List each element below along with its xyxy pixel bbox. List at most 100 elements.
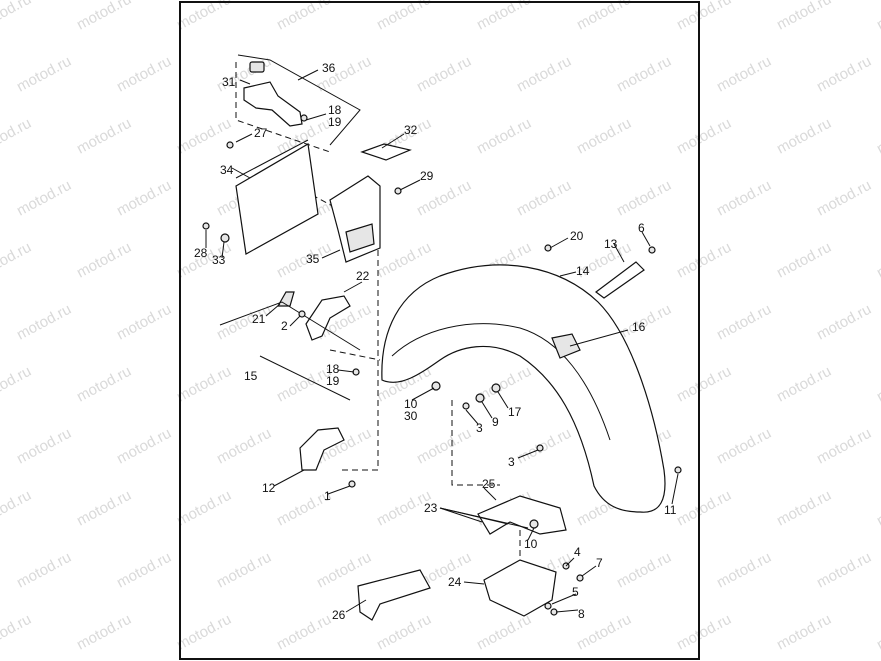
watermark-text: motod.ru <box>774 239 834 282</box>
callout-15: 15 <box>244 369 258 383</box>
callout-16: 16 <box>632 320 646 334</box>
callout-27: 27 <box>254 126 268 140</box>
watermark-text: motod.ru <box>214 549 274 592</box>
watermark-text: motod.ru <box>0 115 34 158</box>
watermark-text: motod.ru <box>714 425 774 468</box>
callout-18b: 18 <box>326 362 340 376</box>
watermark-text: motod.ru <box>114 425 174 468</box>
watermark-text: motod.ru <box>714 301 774 344</box>
callout-34: 34 <box>220 163 234 177</box>
watermark-text: motod.ru <box>874 239 881 282</box>
callout-36: 36 <box>322 61 336 75</box>
watermark-text: motod.ru <box>714 53 774 96</box>
watermark-text: motod.ru <box>514 425 574 468</box>
watermark-text: motod.ru <box>114 301 174 344</box>
watermark-text: motod.ru <box>614 549 674 592</box>
callout-2: 2 <box>281 319 288 333</box>
watermark-text: motod.ru <box>474 0 534 34</box>
rear-fender <box>381 264 666 513</box>
callout-3b: 3 <box>508 455 515 469</box>
watermark-text: motod.ru <box>14 549 74 592</box>
watermark-text: motod.ru <box>814 53 874 96</box>
watermark-text: motod.ru <box>774 115 834 158</box>
watermark-text: motod.ru <box>74 115 134 158</box>
watermark-text: motod.ru <box>0 363 34 406</box>
watermark-text: motod.ru <box>574 0 634 34</box>
watermark-text: motod.ru <box>214 425 274 468</box>
watermark-text: motod.ru <box>174 363 234 406</box>
watermark-text: motod.ru <box>274 0 334 34</box>
watermark-text: motod.ru <box>674 611 734 654</box>
callout-19b: 19 <box>326 374 340 388</box>
watermark-text: motod.ru <box>174 0 234 34</box>
watermark-text: motod.ru <box>474 611 534 654</box>
callout-22: 22 <box>356 269 370 283</box>
watermark-text: motod.ru <box>74 0 134 34</box>
watermark-text: motod.ru <box>374 239 434 282</box>
callout-labels: 1 2 3 3 4 5 6 7 8 9 10 10 11 12 13 14 15… <box>194 61 677 622</box>
watermark-text: motod.ru <box>774 611 834 654</box>
watermark-text: motod.ru <box>874 363 881 406</box>
callout-30: 30 <box>404 409 418 423</box>
watermark-text: motod.ru <box>874 487 881 530</box>
watermark-text: motod.ru <box>414 53 474 96</box>
callout-24: 24 <box>448 575 462 589</box>
callout-leaders <box>205 69 679 613</box>
callout-33: 33 <box>212 253 226 267</box>
watermark-text: motod.ru <box>114 53 174 96</box>
watermark-text: motod.ru <box>14 425 74 468</box>
callout-23: 23 <box>424 501 438 515</box>
watermark-text: motod.ru <box>74 363 134 406</box>
watermark-text: motod.ru <box>0 487 34 530</box>
callout-3a: 3 <box>476 421 483 435</box>
watermark-text: motod.ru <box>774 363 834 406</box>
watermark-text: motod.ru <box>74 611 134 654</box>
callout-17: 17 <box>508 405 522 419</box>
watermark-text: motod.ru <box>514 177 574 220</box>
callout-10a: 10 <box>404 397 418 411</box>
watermark-text: motod.ru <box>814 549 874 592</box>
fender-bracket <box>299 427 345 471</box>
watermark-text: motod.ru <box>674 0 734 34</box>
watermark-text: motod.ru <box>174 487 234 530</box>
watermark-text: motod.ru <box>514 53 574 96</box>
callout-7: 7 <box>596 556 603 570</box>
watermark-text: motod.ru <box>814 425 874 468</box>
watermark-text: motod.ru <box>874 0 881 34</box>
plate-bracket <box>329 175 381 263</box>
callout-14: 14 <box>576 264 590 278</box>
hardware-bits <box>202 114 682 616</box>
watermark-text: motod.ru <box>274 611 334 654</box>
watermark-text: motod.ru <box>0 0 34 34</box>
callout-18a: 18 <box>328 103 342 117</box>
watermark-text: motod.ru <box>174 611 234 654</box>
watermark-text: motod.ru <box>874 115 881 158</box>
watermark-text: motod.ru <box>614 177 674 220</box>
watermark-text: motod.ru <box>614 53 674 96</box>
watermark-text: motod.ru <box>14 177 74 220</box>
watermark-text: motod.ru <box>114 177 174 220</box>
watermark-text: motod.ru <box>374 611 434 654</box>
watermark-text: motod.ru <box>774 487 834 530</box>
support-bracket <box>483 559 557 617</box>
watermark-text: motod.ru <box>714 549 774 592</box>
watermark-text: motod.ru <box>774 0 834 34</box>
callout-6: 6 <box>638 221 645 235</box>
watermark-text: motod.ru <box>814 177 874 220</box>
fender-strap <box>357 569 431 621</box>
watermark-text: motod.ru <box>674 115 734 158</box>
callout-20: 20 <box>570 229 584 243</box>
callout-28: 28 <box>194 246 208 260</box>
watermark-text: motod.ru <box>14 301 74 344</box>
callout-31: 31 <box>222 75 236 89</box>
callout-35: 35 <box>306 252 320 266</box>
callout-10b: 10 <box>524 537 538 551</box>
callout-9: 9 <box>492 415 499 429</box>
watermark-text: motod.ru <box>74 239 134 282</box>
callout-11: 11 <box>664 503 677 517</box>
grab-handle <box>595 261 645 299</box>
watermark-text: motod.ru <box>114 549 174 592</box>
callout-8: 8 <box>578 607 585 621</box>
tail-light-assembly <box>237 54 361 146</box>
